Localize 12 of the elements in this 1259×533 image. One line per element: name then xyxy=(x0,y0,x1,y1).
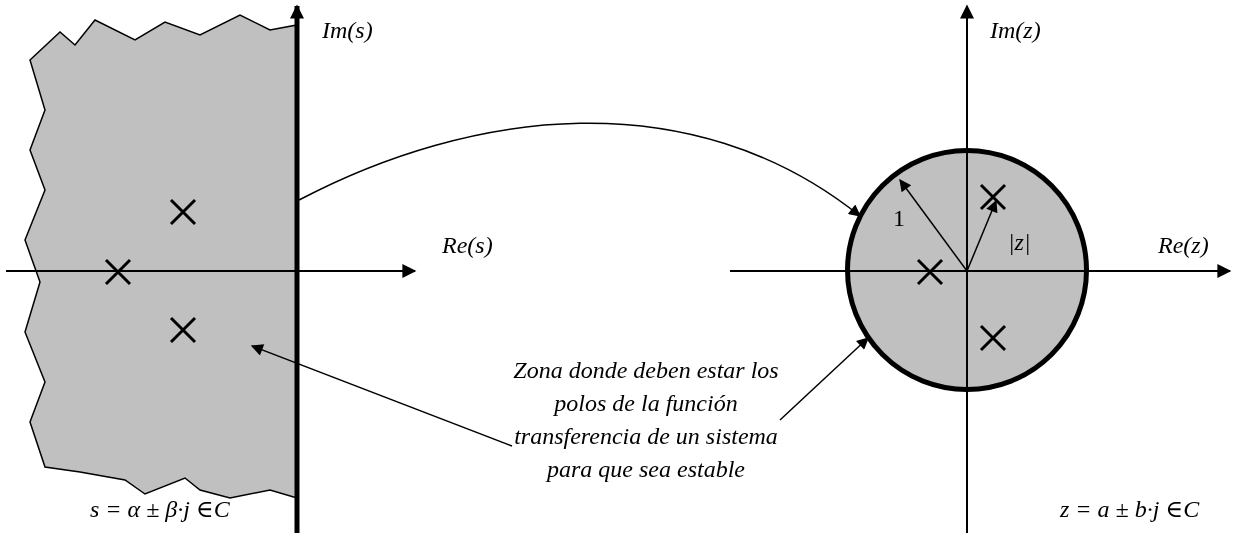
axis-label: Re(z) xyxy=(1158,233,1209,257)
formula-text: z = a ± b·j ∈C xyxy=(1060,497,1200,521)
formula-text: s = α ± β·j ∈C xyxy=(90,497,230,521)
arrow xyxy=(250,344,513,447)
radius-label: 1 xyxy=(893,206,905,230)
axis-label: Im(s) xyxy=(322,18,373,42)
radius-label: |z| xyxy=(1008,230,1031,254)
axis-label: Im(z) xyxy=(990,18,1041,42)
axis-label: Re(s) xyxy=(442,233,493,257)
arrow xyxy=(779,337,869,421)
note-text: Zona donde deben estar los polos de la función transferencia de un sistema para que sea estable xyxy=(512,356,780,484)
arrow xyxy=(298,122,861,217)
